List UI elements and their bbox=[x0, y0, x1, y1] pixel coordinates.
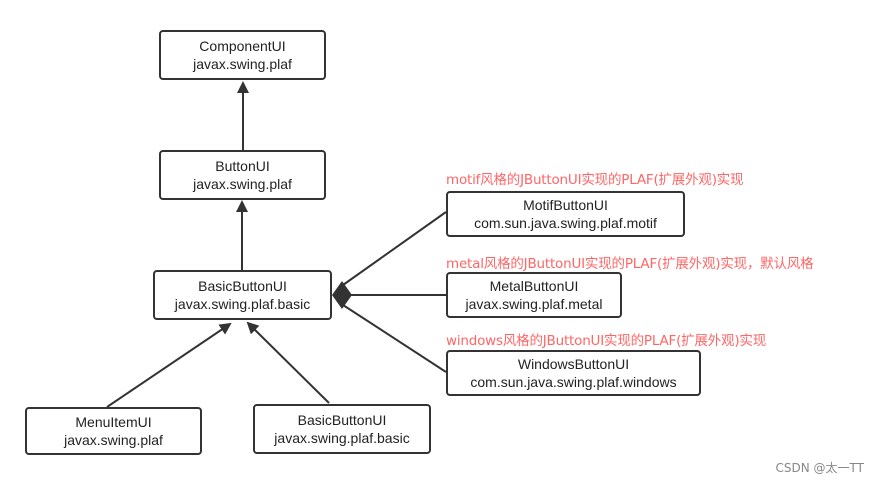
edge-menuitemui-to-basicbuttonui bbox=[106, 322, 232, 408]
node-windows-button-ui: WindowsButtonUI com.sun.java.swing.plaf.… bbox=[446, 350, 701, 396]
edge-basicbuttonui-child-to-basicbuttonui bbox=[246, 321, 330, 404]
node-button-ui: ButtonUI javax.swing.plaf bbox=[159, 150, 326, 200]
node-package-name: com.sun.java.swing.plaf.motif bbox=[474, 215, 657, 231]
node-metal-button-ui: MetalButtonUI javax.swing.plaf.metal bbox=[446, 272, 622, 318]
node-package-name: javax.swing.plaf bbox=[64, 432, 163, 448]
node-motif-button-ui: MotifButtonUI com.sun.java.swing.plaf.mo… bbox=[446, 191, 685, 237]
node-class-name: MetalButtonUI bbox=[489, 278, 579, 294]
node-class-name: BasicButtonUI bbox=[198, 278, 287, 294]
node-basic-button-ui: BasicButtonUI javax.swing.plaf.basic bbox=[153, 270, 332, 320]
watermark: CSDN @太一TT bbox=[775, 461, 864, 475]
node-class-name: ComponentUI bbox=[199, 38, 286, 54]
node-class-name: BasicButtonUI bbox=[297, 412, 387, 428]
node-package-name: javax.swing.plaf bbox=[193, 56, 292, 72]
note-motif: motif风格的JButtonUI实现的PLAF(扩展外观)实现 bbox=[446, 172, 744, 188]
node-package-name: javax.swing.plaf.metal bbox=[465, 296, 603, 312]
edge-windowsbuttonui-to-basicbuttonui bbox=[342, 304, 447, 373]
node-class-name: ButtonUI bbox=[215, 158, 270, 174]
node-class-name: MotifButtonUI bbox=[523, 197, 608, 213]
node-class-name: WindowsButtonUI bbox=[517, 356, 630, 372]
node-package-name: javax.swing.plaf.basic bbox=[274, 430, 410, 446]
node-basic-button-ui-child: BasicButtonUI javax.swing.plaf.basic bbox=[253, 404, 431, 454]
node-menu-item-ui: MenuItemUI javax.swing.plaf bbox=[25, 407, 202, 455]
node-package-name: javax.swing.plaf.basic bbox=[174, 296, 311, 312]
node-package-name: com.sun.java.swing.plaf.windows bbox=[470, 374, 677, 390]
diamond-head bbox=[332, 281, 352, 309]
note-windows: windows风格的JButtonUI实现的PLAF(扩展外观)实现 bbox=[446, 333, 767, 349]
edge-motifbuttonui-to-basicbuttonui bbox=[342, 211, 447, 286]
note-metal: metal风格的JButtonUI实现的PLAF(扩展外观)实现，默认风格 bbox=[446, 256, 814, 272]
node-class-name: MenuItemUI bbox=[75, 414, 152, 430]
node-component-ui: ComponentUI javax.swing.plaf bbox=[159, 30, 326, 80]
node-package-name: javax.swing.plaf bbox=[193, 176, 292, 192]
